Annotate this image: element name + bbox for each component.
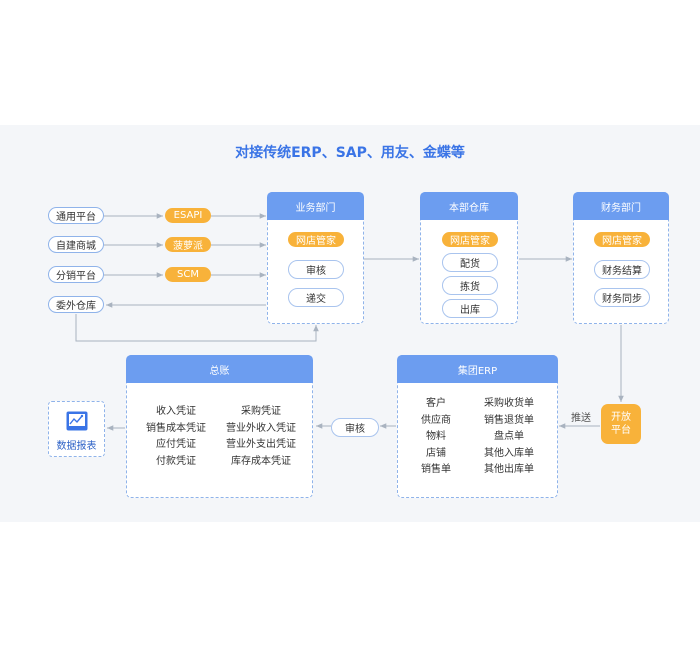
general-ledger-card: 总账 收入凭证 销售成本凭证 应付凭证 付款凭证 采购凭证 营业外收入凭证 营业… [126,355,313,498]
erp-item: 销售单 [421,464,451,475]
finance-dept-title: 财务部门 [573,192,669,220]
erp-left-column: 客户 供应商 物料 店铺 销售单 [414,396,458,479]
ledger-item: 库存成本凭证 [231,455,291,467]
erp-item: 物料 [426,431,446,442]
diagram-title: 对接传统ERP、SAP、用友、金蝶等 [235,145,465,161]
push-label: 推送 [571,413,591,424]
erp-right-column: 采购收货单 销售退货单 盘点单 其他入库单 其他出库单 [476,396,542,479]
report-chart-icon [66,411,88,431]
ledger-item: 营业外支出凭证 [226,439,296,450]
warehouse-item-allocate: 配货 [442,253,498,272]
erp-item: 供应商 [421,414,451,426]
business-dept-card: 业务部门 网店管家 审核 递交 [267,192,364,324]
ledger-item: 应付凭证 [156,439,196,450]
ledger-item: 付款凭证 [156,455,196,467]
audit-pill: 审核 [331,418,379,437]
group-erp-title: 集团ERP [397,355,558,383]
api-esapi: ESAPI [165,208,211,223]
erp-item: 店铺 [426,447,446,459]
general-ledger-title: 总账 [126,355,313,383]
warehouse-tag: 网店管家 [442,232,498,247]
open-platform-node: 开放 平台 [601,404,641,444]
source-distribution-platform: 分销平台 [48,266,104,283]
erp-item: 采购收货单 [484,398,534,409]
warehouse-item-outbound: 出库 [442,299,498,318]
finance-tag: 网店管家 [594,232,650,247]
business-tag: 网店管家 [288,232,344,247]
warehouse-title: 本部仓库 [420,192,518,220]
erp-item: 其他入库单 [484,447,534,459]
source-general-platform: 通用平台 [48,207,104,224]
api-scm: SCM [165,267,211,282]
erp-item: 盘点单 [494,431,524,442]
erp-item: 其他出库单 [484,464,534,475]
warehouse-card: 本部仓库 网店管家 配货 拣货 出库 [420,192,518,324]
warehouse-item-pick: 拣货 [442,276,498,295]
ledger-item: 营业外收入凭证 [226,422,296,434]
source-outsource-warehouse: 委外仓库 [48,296,104,313]
group-erp-card: 集团ERP 客户 供应商 物料 店铺 销售单 采购收货单 销售退货单 盘点单 其… [397,355,558,498]
ledger-item: 采购凭证 [241,406,281,417]
business-item-audit: 审核 [288,260,344,279]
ledger-left-column: 收入凭证 销售成本凭证 应付凭证 付款凭证 [141,404,211,470]
finance-item-sync: 财务同步 [594,288,650,307]
source-own-mall: 自建商城 [48,236,104,253]
link-outsource-business [75,314,319,342]
business-item-submit: 递交 [288,288,344,307]
open-platform-line1: 开放 [611,412,631,423]
ledger-right-column: 采购凭证 营业外收入凭证 营业外支出凭证 库存成本凭证 [219,404,303,470]
erp-item: 客户 [426,398,446,409]
finance-dept-card: 财务部门 网店管家 财务结算 财务同步 [573,192,669,324]
erp-item: 销售退货单 [484,414,534,426]
ledger-item: 收入凭证 [156,406,196,417]
open-platform-line2: 平台 [611,425,631,436]
business-dept-title: 业务部门 [267,192,364,220]
data-report-label: 数据报表 [56,441,97,452]
finance-item-settlement: 财务结算 [594,260,650,279]
ledger-item: 销售成本凭证 [146,422,206,434]
api-boluopai: 菠萝派 [165,237,211,252]
data-report-card: 数据报表 [48,401,105,457]
